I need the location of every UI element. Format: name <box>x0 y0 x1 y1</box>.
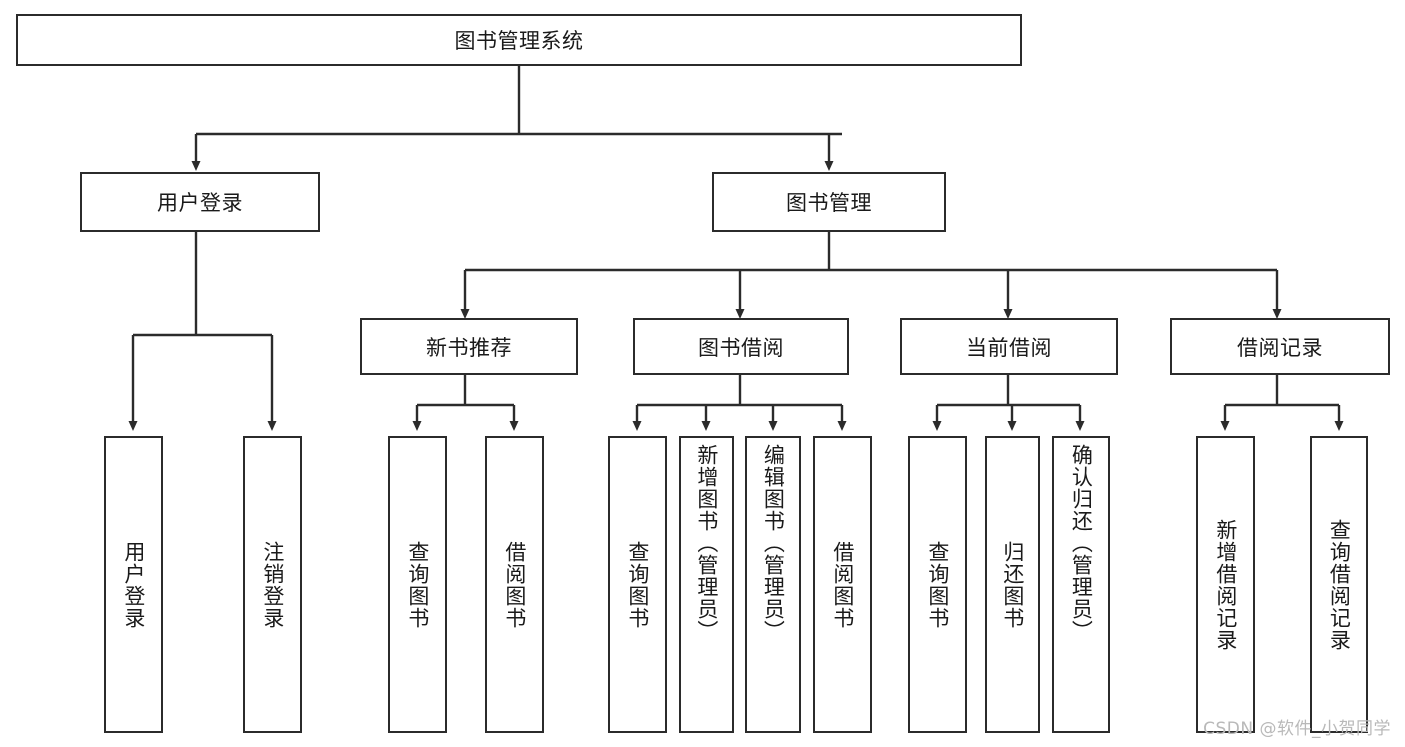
node-current-borrow-label: 当前借阅 <box>966 335 1052 360</box>
node-root[interactable]: 图书管理系统 <box>16 14 1022 66</box>
node-root-label: 图书管理系统 <box>454 29 584 53</box>
node-user-login[interactable]: 用户登录 <box>80 172 320 232</box>
node-current-borrow[interactable]: 当前借阅 <box>900 318 1118 375</box>
node-leaf-user-login[interactable]: 用户登录 <box>104 436 163 733</box>
node-leaf-logout[interactable]: 注销登录 <box>243 436 302 733</box>
node-new-book-recommend[interactable]: 新书推荐 <box>360 318 578 375</box>
node-leaf-confirm-return[interactable]: 确认归还（管理员） <box>1052 436 1110 733</box>
node-leaf-query-book-current-label: 查询图书 <box>925 540 950 629</box>
node-book-borrow[interactable]: 图书借阅 <box>633 318 849 375</box>
node-leaf-add-borrow-record-label: 新增借阅记录 <box>1213 518 1238 651</box>
node-leaf-borrow-book-label: 借阅图书 <box>830 540 855 629</box>
node-borrow-record[interactable]: 借阅记录 <box>1170 318 1390 375</box>
node-leaf-return-book[interactable]: 归还图书 <box>985 436 1040 733</box>
node-book-manage-label: 图书管理 <box>786 191 872 215</box>
node-leaf-query-book-borrow-label: 查询图书 <box>625 540 650 629</box>
node-leaf-query-book-recommend-label: 查询图书 <box>405 540 430 629</box>
node-book-manage[interactable]: 图书管理 <box>712 172 946 232</box>
node-new-book-recommend-label: 新书推荐 <box>426 335 512 360</box>
node-leaf-edit-book[interactable]: 编辑图书（管理员） <box>745 436 801 733</box>
node-book-borrow-label: 图书借阅 <box>698 335 784 360</box>
node-leaf-user-login-label: 用户登录 <box>121 540 146 629</box>
node-leaf-borrow-book[interactable]: 借阅图书 <box>813 436 872 733</box>
node-leaf-query-book-recommend[interactable]: 查询图书 <box>388 436 447 733</box>
node-user-login-label: 用户登录 <box>157 191 243 215</box>
node-leaf-query-book-borrow[interactable]: 查询图书 <box>608 436 667 733</box>
node-leaf-add-borrow-record[interactable]: 新增借阅记录 <box>1196 436 1255 733</box>
node-leaf-query-borrow-record[interactable]: 查询借阅记录 <box>1310 436 1368 733</box>
node-leaf-query-book-current[interactable]: 查询图书 <box>908 436 967 733</box>
node-leaf-return-book-label: 归还图书 <box>1000 540 1025 629</box>
node-borrow-record-label: 借阅记录 <box>1237 335 1323 360</box>
node-leaf-confirm-return-label: 确认归还（管理员） <box>1069 444 1094 642</box>
watermark: CSDN @软件_小贺同学 <box>1203 719 1391 739</box>
node-leaf-edit-book-label: 编辑图书（管理员） <box>761 444 786 642</box>
node-leaf-add-book[interactable]: 新增图书（管理员） <box>679 436 734 733</box>
node-leaf-query-borrow-record-label: 查询借阅记录 <box>1327 518 1352 651</box>
node-leaf-borrow-book-recommend[interactable]: 借阅图书 <box>485 436 544 733</box>
node-leaf-borrow-book-recommend-label: 借阅图书 <box>502 540 527 629</box>
node-leaf-add-book-label: 新增图书（管理员） <box>694 444 719 642</box>
node-leaf-logout-label: 注销登录 <box>260 540 285 629</box>
